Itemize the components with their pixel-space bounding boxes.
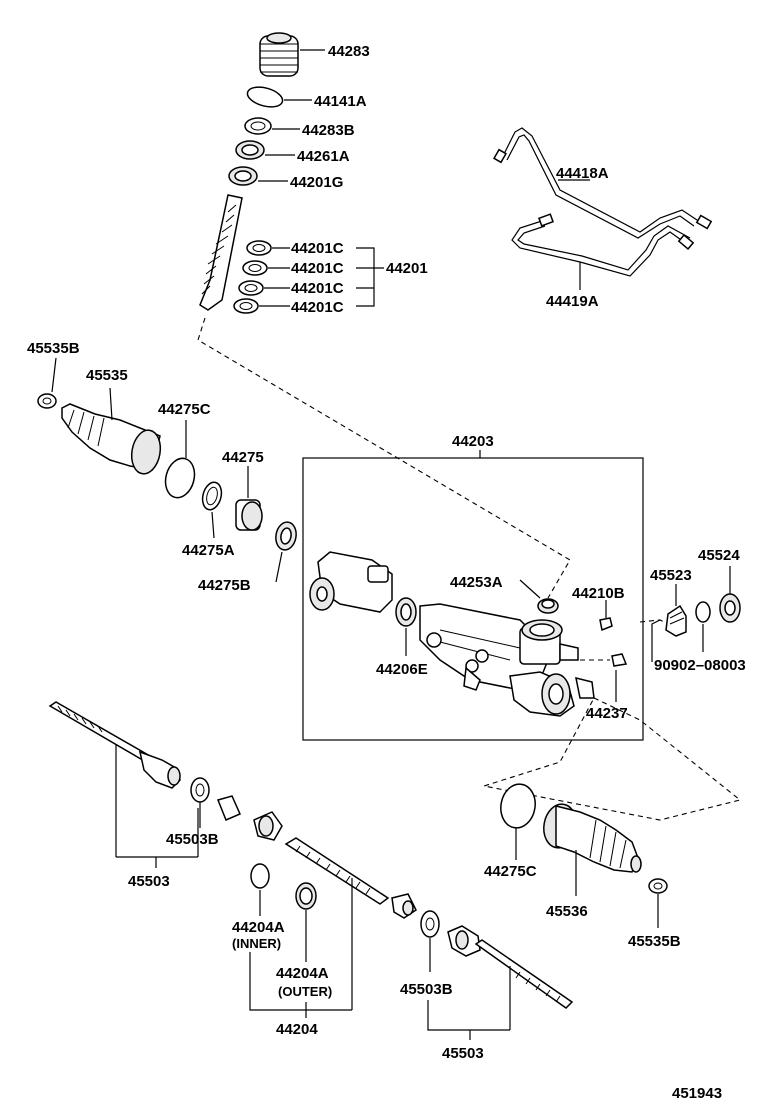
part-45503B-lock-washer-right [420, 910, 440, 938]
label-44141A: 44141A [314, 93, 367, 110]
part-44204A-outer-bushing [295, 882, 317, 910]
label-44201: 44201 [386, 260, 428, 277]
part-yoke-ring [695, 601, 711, 623]
label-44201C-4: 44201C [291, 299, 344, 316]
label-44253A: 44253A [450, 574, 503, 591]
label-44203: 44203 [452, 433, 494, 450]
part-44204A-inner-bushing [250, 863, 270, 889]
label-44201C-2: 44201C [291, 260, 344, 277]
label-45536: 45536 [546, 903, 588, 920]
label-inner-note: (INNER) [232, 936, 281, 951]
label-44275: 44275 [222, 449, 264, 466]
part-44419A-return-tube [511, 213, 695, 277]
label-45503-left: 45503 [128, 873, 170, 890]
label-44283B: 44283B [302, 122, 355, 139]
part-44275C-ring-bottom [500, 783, 536, 829]
part-45503B-lock-washer-left [190, 777, 210, 803]
part-45535-boot [61, 403, 162, 475]
label-45523: 45523 [650, 567, 692, 584]
part-45503-tie-rod-right [447, 925, 574, 1009]
label-45535B-bottom: 45535B [628, 933, 681, 950]
label-44237: 44237 [586, 705, 628, 722]
label-44204A-inner: 44204A [232, 919, 285, 936]
label-outer-note: (OUTER) [278, 984, 332, 999]
label-44210B: 44210B [572, 585, 625, 602]
part-45535B-clamp-top [37, 393, 57, 409]
label-44201C-3: 44201C [291, 280, 344, 297]
label-45503B-right: 45503B [400, 981, 453, 998]
part-44253A-plug [537, 598, 559, 614]
part-44283-dust-cover [259, 32, 299, 77]
part-pinion-shaft [199, 194, 243, 311]
label-90902-08003: 90902–08003 [654, 657, 746, 674]
label-44275C-top: 44275C [158, 401, 211, 418]
part-44206E-seal [395, 597, 417, 627]
label-44206E: 44206E [376, 661, 428, 678]
label-45524: 45524 [698, 547, 740, 564]
part-44201C-rings [233, 240, 272, 314]
part-45535B-clamp-bottom [648, 878, 668, 894]
part-44275B-seal [275, 521, 297, 551]
label-44204: 44204 [276, 1021, 318, 1038]
part-rack-bar [216, 795, 417, 919]
label-44275C-bottom: 44275C [484, 863, 537, 880]
label-44201C-1: 44201C [291, 240, 344, 257]
label-44275A: 44275A [182, 542, 235, 559]
label-45535B-top: 45535B [27, 340, 80, 357]
label-44261A: 44261A [297, 148, 350, 165]
part-44203-housing [309, 551, 595, 717]
label-44201G: 44201G [290, 174, 343, 191]
part-44201G-bearing [228, 166, 258, 186]
part-44210B-plug [599, 617, 613, 632]
label-44275B: 44275B [198, 577, 251, 594]
part-44283B-seal [244, 117, 272, 135]
part-44275C-ring-top [164, 457, 196, 499]
label-44419A: 44419A [546, 293, 599, 310]
part-44275A-snap-ring [201, 481, 223, 511]
part-44418A-pressure-tube [493, 127, 713, 239]
part-45524-plug [719, 593, 741, 623]
label-44204A-outer: 44204A [276, 965, 329, 982]
label-45503B-left: 45503B [166, 831, 219, 848]
figure-number: 451943 [672, 1085, 722, 1102]
part-44261A-seal [235, 140, 265, 160]
part-44237-bolt [611, 653, 628, 667]
part-45503-tie-rod-left [48, 701, 181, 789]
part-45523-yoke [665, 604, 687, 637]
part-45536-boot [543, 803, 642, 873]
label-44418A: 44418A [556, 165, 609, 182]
label-45503-right: 45503 [442, 1045, 484, 1062]
part-44275-bushing [235, 499, 263, 531]
part-44141A-o-ring [246, 86, 284, 108]
label-44283: 44283 [328, 43, 370, 60]
label-45535: 45535 [86, 367, 128, 384]
